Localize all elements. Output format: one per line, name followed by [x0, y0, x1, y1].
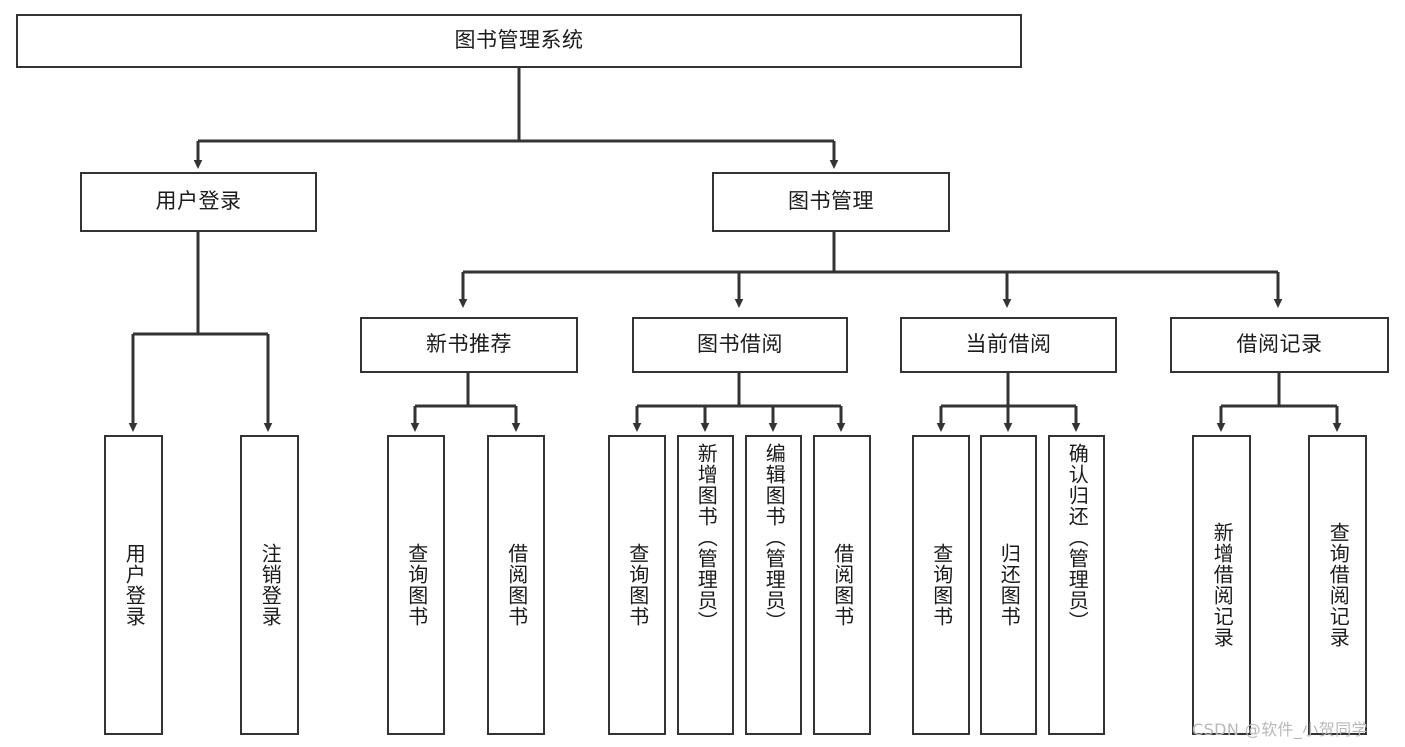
leaf-user-login[interactable]: 用户登录: [104, 435, 163, 735]
node-book-management[interactable]: 图书管理: [712, 172, 950, 232]
node-label: 用户登录: [122, 543, 147, 627]
node-root-book-management-system[interactable]: 图书管理系统: [16, 14, 1022, 68]
node-label: 当前借阅: [965, 332, 1052, 357]
node-label: 图书管理系统: [454, 28, 584, 53]
leaf-record-query-borrow-record[interactable]: 查询借阅记录: [1308, 435, 1367, 735]
leaf-borrow-borrow-book[interactable]: 借阅图书: [813, 435, 871, 735]
node-label: 确认归还（管理员）: [1065, 443, 1090, 632]
watermark-text: CSDN @软件_小贺同学: [1192, 720, 1368, 739]
node-label: 编辑图书（管理员）: [762, 443, 787, 632]
node-current-borrow[interactable]: 当前借阅: [900, 317, 1117, 373]
node-label: 查询借阅记录: [1326, 522, 1351, 648]
node-label: 注销登录: [258, 543, 283, 627]
node-borrow-record[interactable]: 借阅记录: [1170, 317, 1389, 373]
node-label: 借阅记录: [1236, 332, 1323, 357]
leaf-record-add-borrow-record[interactable]: 新增借阅记录: [1192, 435, 1251, 735]
node-label: 新增借阅记录: [1210, 522, 1235, 648]
leaf-recommend-borrow-book[interactable]: 借阅图书: [487, 435, 545, 735]
node-label: 查询图书: [625, 543, 650, 627]
leaf-borrow-query-book[interactable]: 查询图书: [608, 435, 666, 735]
node-label: 用户登录: [155, 189, 242, 214]
node-label: 借阅图书: [830, 543, 855, 627]
node-label: 图书管理: [788, 189, 874, 214]
node-label: 查询图书: [929, 543, 954, 627]
node-book-borrow[interactable]: 图书借阅: [632, 317, 848, 373]
leaf-borrow-edit-book-admin[interactable]: 编辑图书（管理员）: [745, 435, 802, 735]
node-label: 归还图书: [997, 543, 1022, 627]
leaf-recommend-query-book[interactable]: 查询图书: [387, 435, 445, 735]
leaf-user-logout[interactable]: 注销登录: [240, 435, 299, 735]
node-label: 新增图书（管理员）: [694, 443, 719, 632]
node-label: 图书借阅: [697, 332, 783, 357]
leaf-current-return-book[interactable]: 归还图书: [980, 435, 1037, 735]
node-label: 查询图书: [404, 543, 429, 627]
leaf-current-query-book[interactable]: 查询图书: [912, 435, 970, 735]
leaf-current-confirm-return-admin[interactable]: 确认归还（管理员）: [1048, 435, 1105, 735]
watermark-csdn: CSDN @软件_小贺同学: [1192, 716, 1368, 740]
node-label: 借阅图书: [504, 543, 529, 627]
leaf-borrow-add-book-admin[interactable]: 新增图书（管理员）: [677, 435, 734, 735]
node-new-book-recommend[interactable]: 新书推荐: [360, 317, 578, 373]
node-label: 新书推荐: [426, 332, 512, 357]
node-user-login[interactable]: 用户登录: [80, 172, 317, 232]
